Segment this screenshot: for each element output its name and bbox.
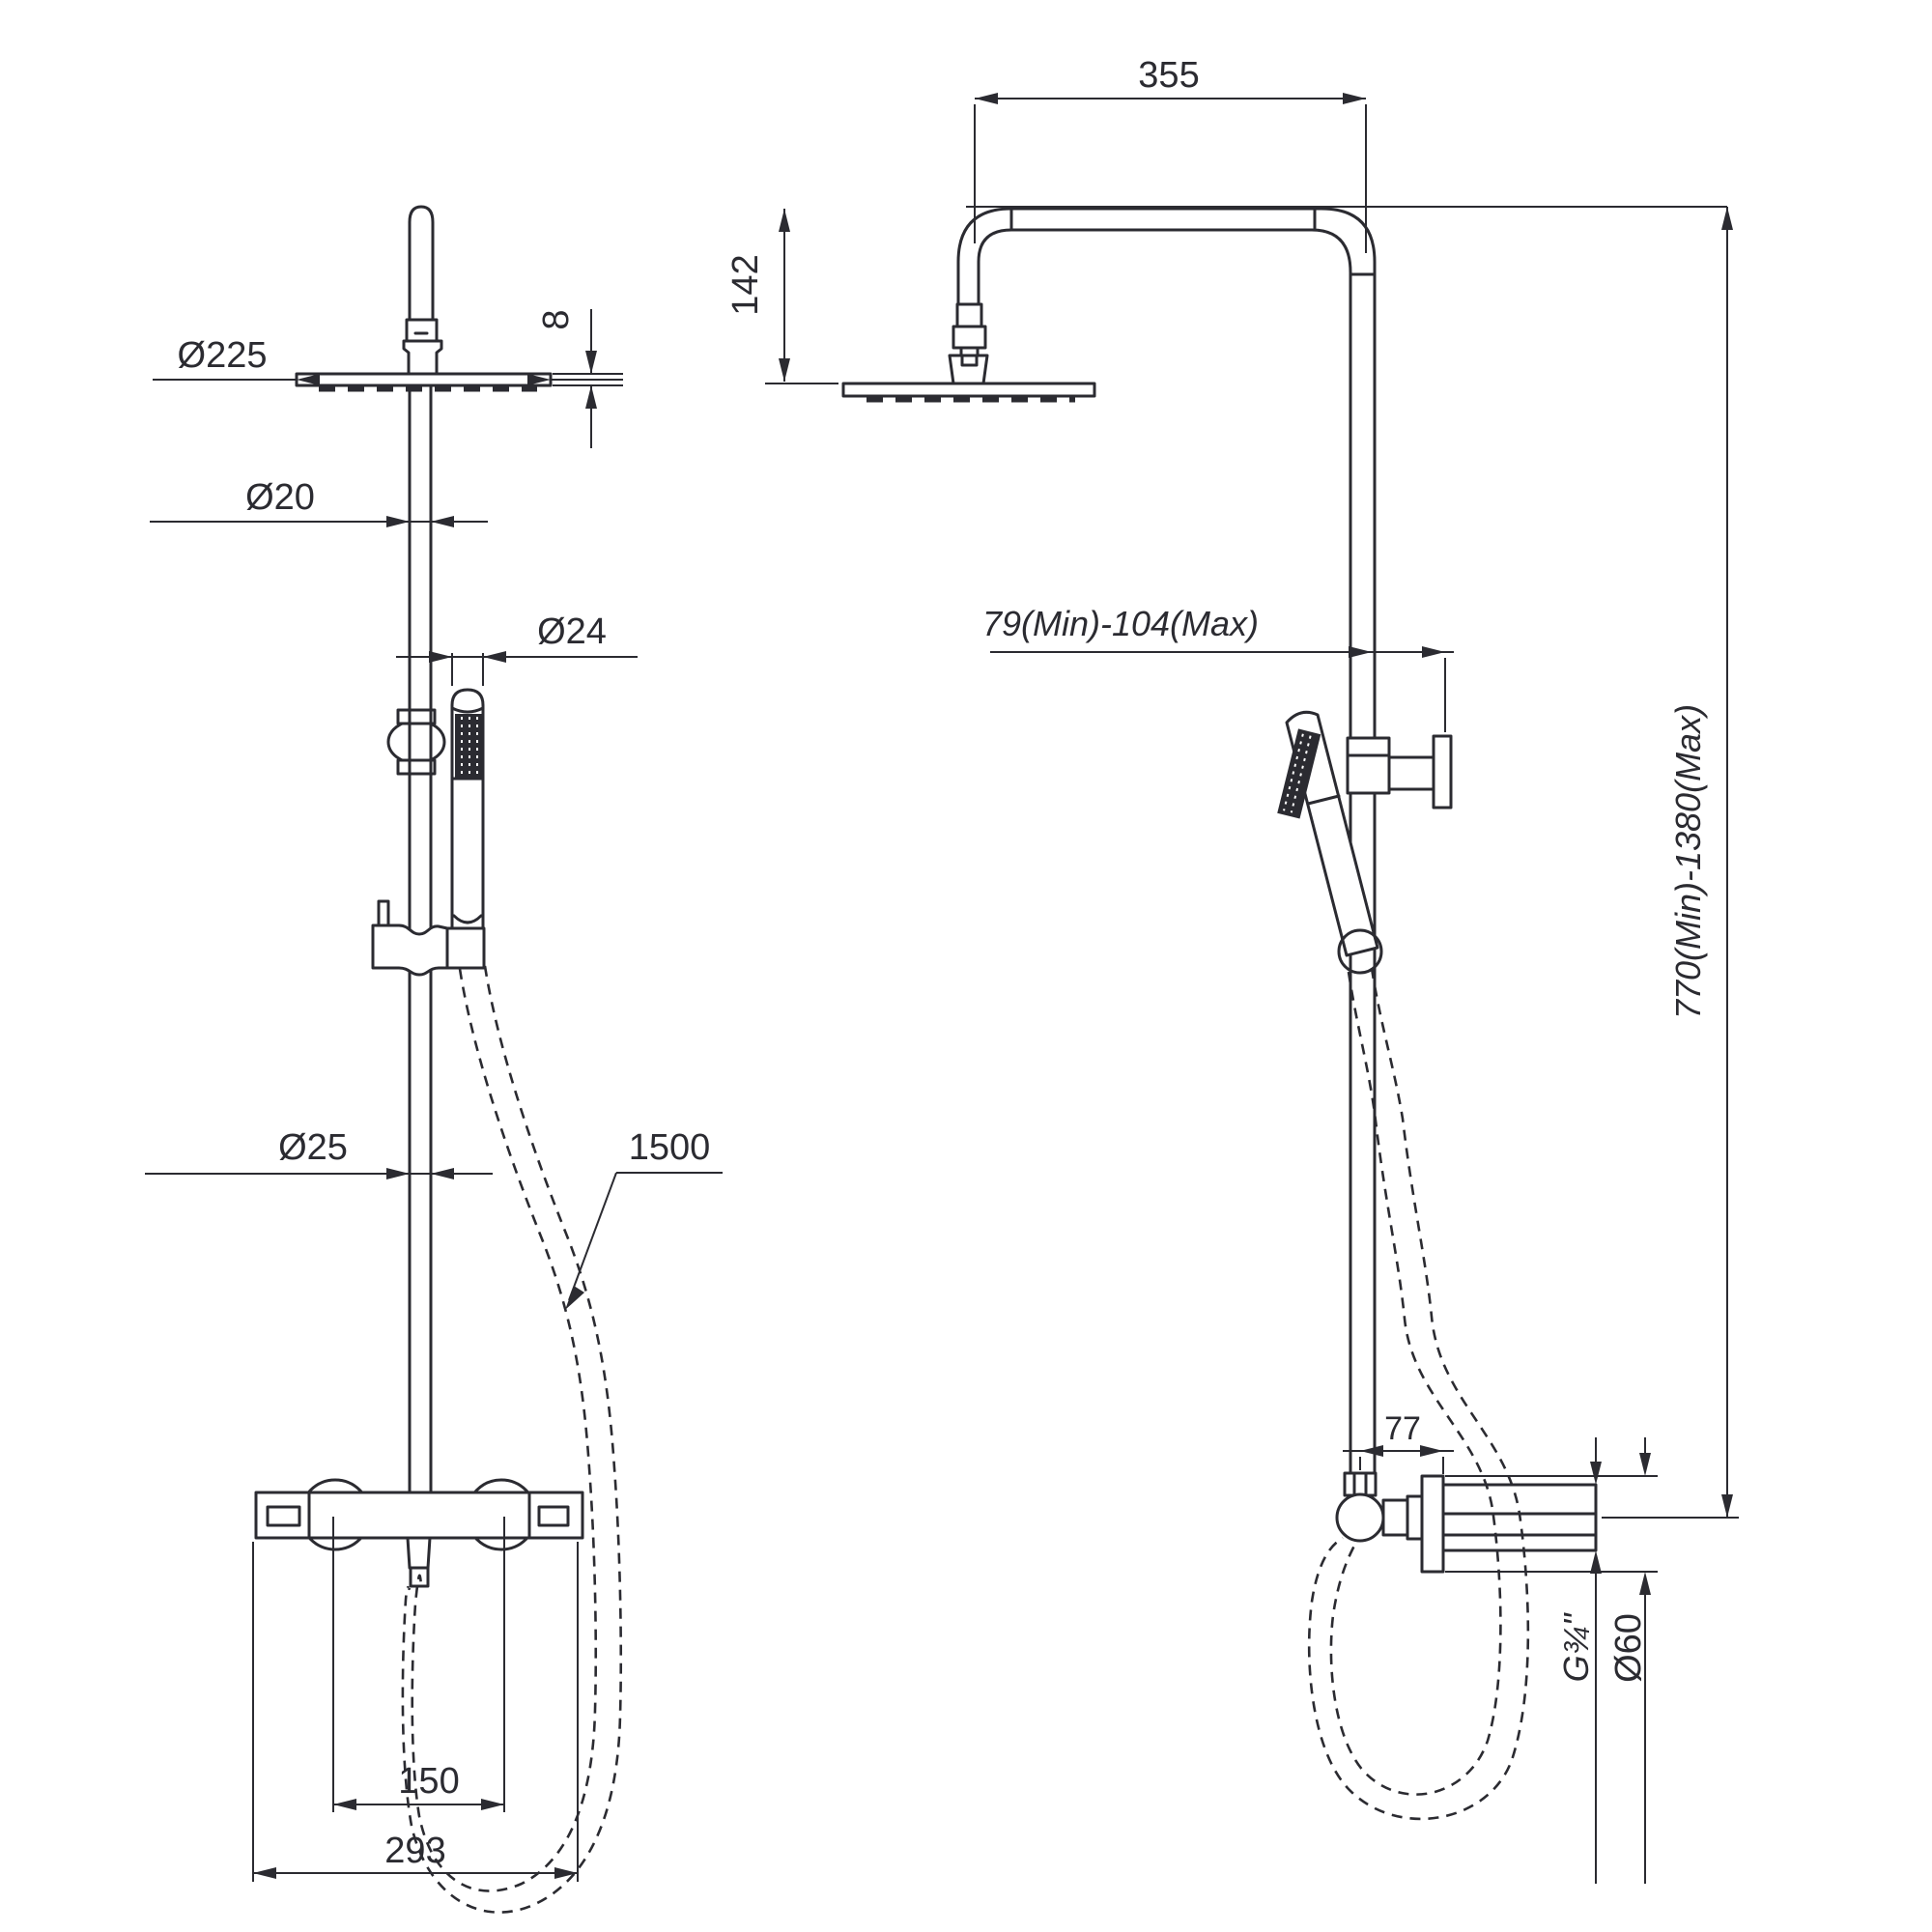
dim-bracket-wall-distance: 79(Min)-104(Max) <box>982 604 1454 732</box>
hand-shower-side <box>1277 710 1383 975</box>
dim-hose-length-label: 1500 <box>629 1127 711 1168</box>
dim-inlet-spacing-label: 150 <box>398 1761 459 1802</box>
dim-valve-projection: 77 <box>1343 1410 1454 1474</box>
overhead-shower-disc <box>295 372 553 392</box>
dim-hose-length: 1500 <box>565 1127 723 1310</box>
dim-head-thickness-label: 8 <box>536 309 577 329</box>
wall-escutcheon <box>1420 1474 1445 1574</box>
overhead-shower-disc-side <box>841 382 1096 403</box>
dim-arm-projection: 355 <box>974 55 1367 253</box>
spray-face <box>455 714 483 778</box>
dim-riser-lower-label: Ø25 <box>278 1127 348 1168</box>
dim-head-diameter: Ø225 <box>153 335 623 385</box>
dim-valve-overall-width: 293 <box>252 1542 579 1882</box>
dim-overall-height: 770(Min)-1380(Max) <box>966 206 1739 1519</box>
dim-escutcheon-diameter: Ø60 <box>1445 1437 1658 1884</box>
dim-arm-projection-label: 355 <box>1138 55 1199 96</box>
dim-riser-upper-diameter: Ø20 <box>150 477 488 527</box>
dim-handshower-label: Ø24 <box>537 611 607 652</box>
side-view: 355 142 79(Min)-104(Max) 77 <box>725 55 1739 1884</box>
thermostatic-valve <box>254 1478 584 1588</box>
dim-inlet-spacing: 150 <box>332 1517 505 1812</box>
dim-valve-projection-label: 77 <box>1384 1410 1421 1447</box>
dim-handshower-diameter: Ø24 <box>396 611 638 686</box>
head-connector <box>948 302 989 385</box>
dim-bracket-wall-label: 79(Min)-104(Max) <box>982 604 1259 643</box>
riser-top-stub <box>402 205 443 376</box>
hand-shower <box>450 688 485 927</box>
dim-head-drop: 142 <box>725 209 838 384</box>
dim-inlet-thread: G¾" <box>1556 1437 1602 1884</box>
shower-hose-side <box>1307 967 1530 1821</box>
dim-head-thickness: 8 <box>536 309 623 448</box>
dim-head-drop-label: 142 <box>725 254 766 315</box>
dim-escutcheon-label: Ø60 <box>1608 1613 1649 1683</box>
valve-side <box>1335 1471 1598 1574</box>
dim-riser-lower-diameter: Ø25 <box>145 1127 493 1179</box>
dim-inlet-thread-label: G¾" <box>1556 1611 1596 1682</box>
shower-arm <box>956 207 1377 313</box>
holder-ring <box>1337 928 1383 975</box>
dim-head-diameter-label: Ø225 <box>178 335 268 376</box>
slide-ring <box>386 708 446 776</box>
hose-outlet <box>406 1536 432 1570</box>
dim-riser-upper-label: Ø20 <box>245 477 315 518</box>
dim-overall-height-label: 770(Min)-1380(Max) <box>1668 704 1708 1019</box>
shower-hose <box>401 965 623 1914</box>
front-view: Ø225 8 Ø20 Ø24 <box>145 205 723 1914</box>
wall-bracket <box>1346 734 1453 810</box>
slider-bracket <box>371 899 486 977</box>
